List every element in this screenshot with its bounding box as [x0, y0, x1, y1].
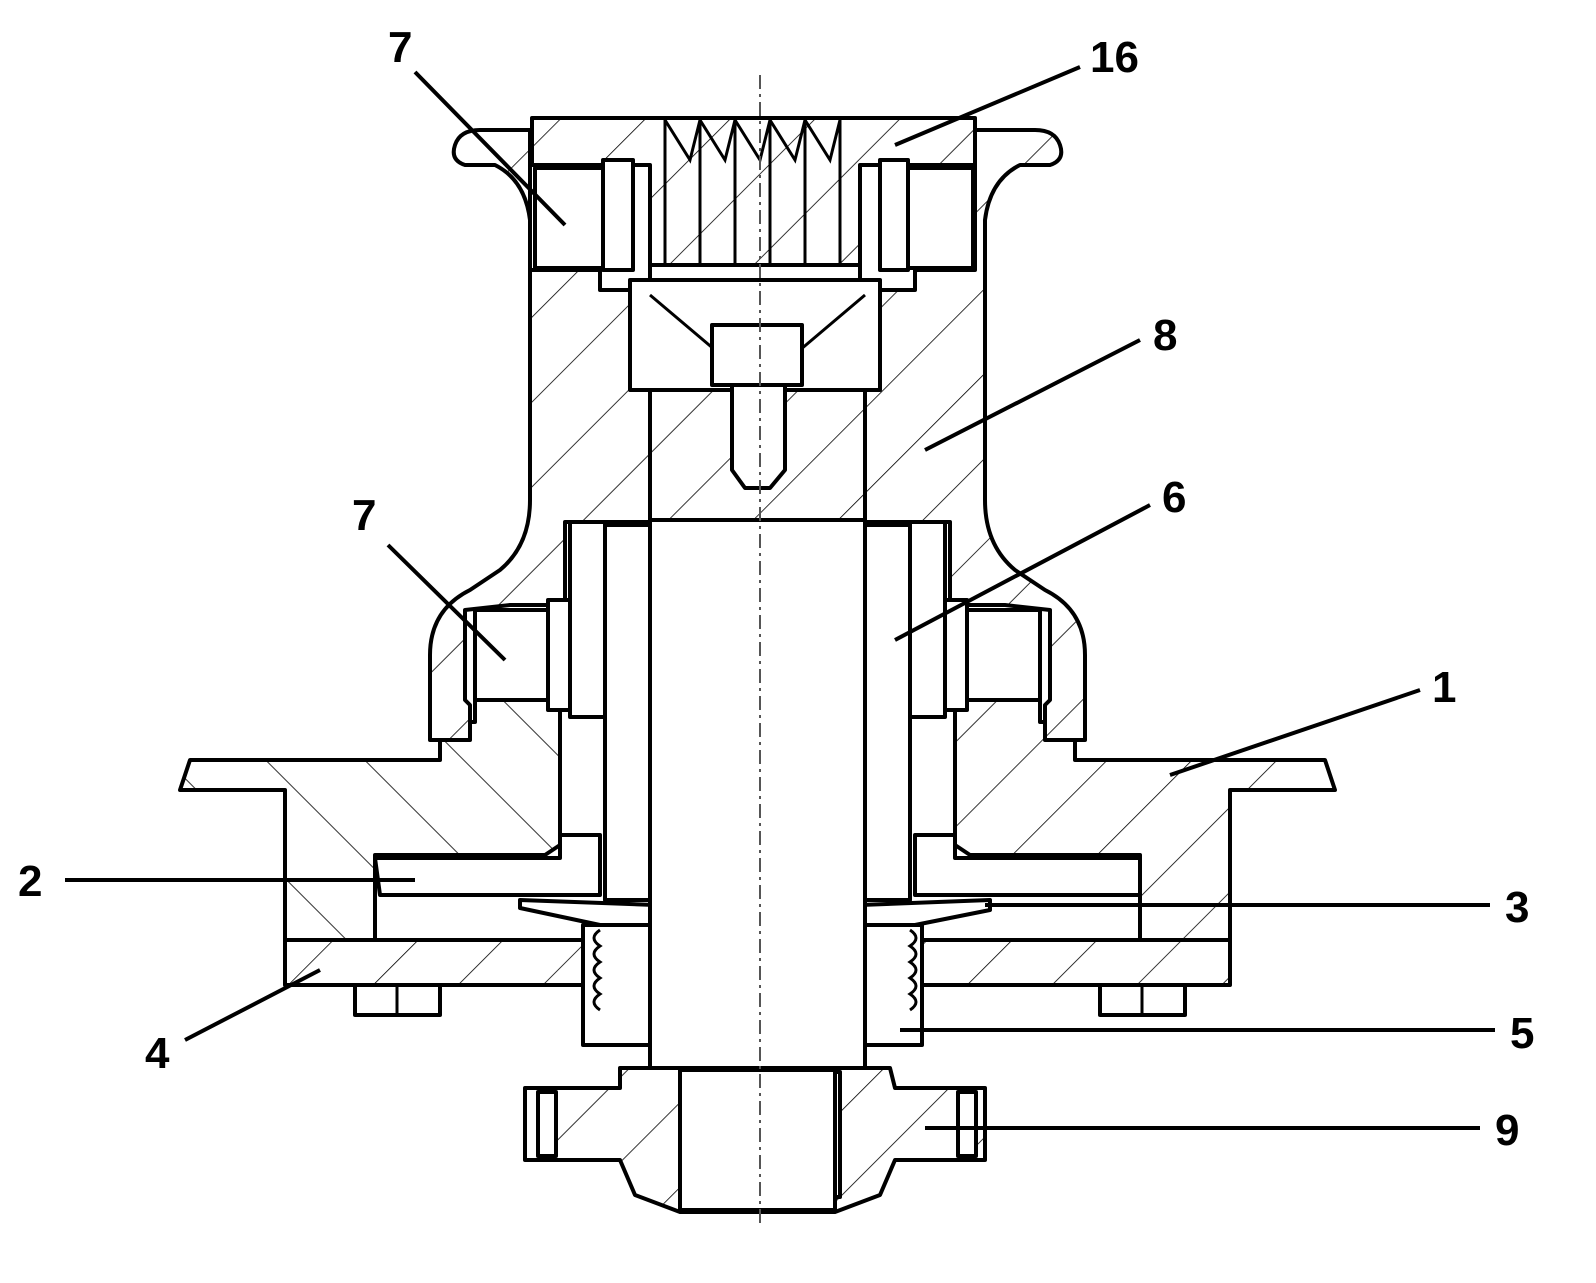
leader-8: [924, 338, 1141, 452]
hub-part-9: [523, 1066, 987, 1214]
upper-housing: [428, 128, 1087, 742]
leader-7-top: [413, 70, 567, 227]
leader-lines: [65, 65, 1495, 1130]
leader-7-mid: [386, 543, 507, 662]
label-8: 8: [1153, 311, 1177, 360]
label-1: 1: [1432, 663, 1456, 712]
label-7-mid: 7: [352, 491, 376, 540]
bearing-part-7-top: [533, 158, 975, 272]
sleeve-part-6: [568, 520, 947, 902]
housing-part-1: [178, 688, 1337, 942]
leader-6: [894, 503, 1151, 642]
label-4: 4: [145, 1029, 170, 1078]
label-7-top: 7: [388, 23, 412, 72]
shaft-part-8: [628, 278, 882, 1072]
label-5: 5: [1510, 1009, 1534, 1058]
bottom-plate-part-4: [283, 938, 1232, 1017]
label-6: 6: [1162, 473, 1186, 522]
ring-part-2: [373, 833, 1142, 897]
leader-4: [184, 968, 321, 1042]
label-16: 16: [1090, 33, 1139, 82]
leader-1: [1169, 688, 1421, 777]
threaded-nut-part-5: [581, 923, 924, 1047]
leader-16: [894, 65, 1081, 147]
callout-labels: 7 16 8 7 6 1 2 3 4 5 9: [18, 23, 1534, 1155]
label-2: 2: [18, 857, 42, 906]
label-9: 9: [1495, 1106, 1519, 1155]
label-3: 3: [1505, 883, 1529, 932]
